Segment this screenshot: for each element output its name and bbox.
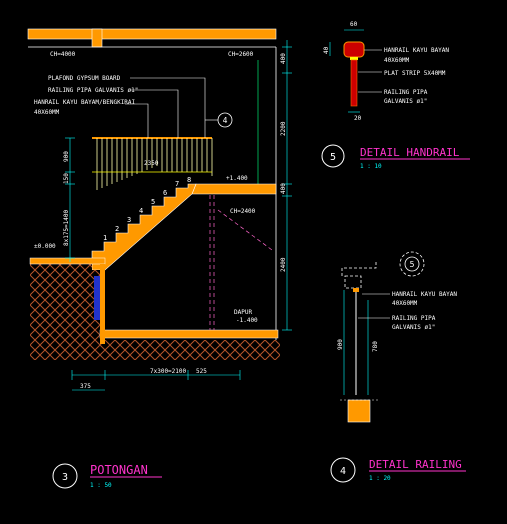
landing-slab (191, 183, 277, 195)
railing (92, 137, 213, 190)
title-bubble-number: 3 (62, 472, 68, 483)
handrail-scale: 1 : 10 (360, 163, 382, 170)
elev-landing: +1.400 (226, 175, 248, 182)
dim-rail: 2350 (144, 160, 159, 167)
callout-number: 4 (223, 116, 228, 125)
dim-left-150: 150 (63, 173, 70, 184)
dim-right-2200: 2200 (280, 121, 287, 136)
handrail-dim-bottom: 20 (354, 115, 362, 122)
label-handrail-2: 40X60MM (34, 109, 60, 116)
step-number: 3 (127, 216, 131, 224)
ground-hatch-bottom (30, 340, 280, 360)
dim-bottom-525: 525 (196, 368, 207, 375)
dim-left-steps: 8x175=1400 (63, 209, 70, 246)
step-numbers: 1 2 3 4 5 6 7 8 (103, 176, 191, 242)
railing-label-2a: RAILING PIPA (392, 315, 436, 322)
ground-hatch-left (30, 262, 92, 340)
step-number: 2 (115, 225, 119, 233)
step-number: 8 (187, 176, 191, 184)
detail-handrail: 60 40 20 HANRAIL KAYU BAYAN 40X60MM PLAT… (321, 21, 470, 170)
railing-pipe (350, 59, 358, 107)
handrail-label-3a: RAILING PIPA (384, 89, 428, 96)
floor-slab-left (29, 257, 106, 265)
title-bubble-railing (330, 457, 356, 483)
title-detail-railing: DETAIL RAILING (369, 458, 462, 471)
level-mid-landing: CH=2400 (230, 208, 256, 215)
dim-bottom-375: 375 (80, 383, 91, 390)
title-bubble-handrail-number: 5 (330, 152, 336, 163)
dim-left-900: 900 (63, 151, 70, 162)
dim-right-400b: 400 (280, 183, 287, 194)
top-beam (91, 28, 103, 48)
dimension-lines (65, 40, 292, 391)
railing-handrail (353, 288, 359, 292)
step-number: 4 (139, 207, 143, 215)
detail-railing: 5 900 780 HANRAIL KAYU BAYAN 40X60MM RAI… (330, 251, 466, 483)
top-slab (27, 28, 277, 40)
handrail-dim-left: 40 (323, 46, 330, 54)
title-bubble-handrail (321, 144, 345, 168)
stair-body (91, 183, 197, 271)
railing-label-2b: GALVANIS ø1" (392, 324, 435, 331)
dim-bottom-run: 7x300=2100 (150, 368, 187, 375)
railing-dim-780: 780 (372, 341, 379, 352)
elev-dapur-value: -1.400 (236, 317, 258, 324)
title-bubble-potongan (52, 463, 78, 489)
blue-wall (94, 276, 100, 320)
floor-slab-lower (99, 329, 279, 339)
handrail-label-1a: HANRAIL KAYU BAYAN (384, 47, 449, 54)
section-drawing: 4 1 2 3 4 5 6 7 8 CH=4000 CH=2600 CH=240… (27, 28, 292, 489)
dim-right-400: 400 (280, 53, 287, 64)
railing-dim-900: 900 (337, 339, 344, 350)
handrail-dim-top: 60 (350, 21, 358, 28)
handrail-profile (343, 41, 365, 58)
railing-base (347, 399, 371, 423)
dashed-beam (209, 195, 273, 330)
label-handrail-1: HANRAIL KAYU BAYAM/BENGKIRAI (34, 99, 136, 106)
callout-bubble (217, 112, 233, 128)
step-number: 1 (103, 234, 107, 242)
plate-strip (350, 57, 358, 60)
railing-label-1b: 40X60MM (392, 300, 418, 307)
title-scale: 1 : 50 (90, 482, 112, 489)
step-number: 7 (175, 180, 179, 188)
step-number: 6 (163, 189, 167, 197)
handrail-label-2: PLAT STRIP 5X40MM (384, 70, 446, 77)
step-number: 5 (151, 198, 155, 206)
leader-lines (125, 77, 218, 138)
title-potongan: POTONGAN (90, 463, 148, 477)
handrail-label-3b: GALVANIS ø1" (384, 98, 427, 105)
railing-callout-number: 5 (410, 260, 415, 269)
railing-callout-bubble (404, 256, 420, 272)
elev-dapur-label: DAPUR (234, 309, 252, 316)
dim-right-2400: 2400 (280, 257, 287, 272)
handrail-label-1b: 40X60MM (384, 57, 410, 64)
basement-wall (100, 264, 105, 344)
railing-scale: 1 : 20 (369, 475, 391, 482)
title-detail-handrail: DETAIL HANDRAIL (360, 146, 460, 159)
label-plafond: PLAFOND GYPSUM BOARD (48, 75, 121, 82)
elev-floor: ±0.000 (34, 243, 56, 250)
level-ceiling-top: CH=4000 (50, 51, 76, 58)
level-ceiling-right: CH=2600 (228, 51, 254, 58)
railing-label-1a: HANRAIL KAYU BAYAN (392, 291, 457, 298)
title-bubble-railing-number: 4 (340, 466, 346, 477)
label-railing: RAILING PIPA GALVANIS ø1" (48, 87, 138, 94)
